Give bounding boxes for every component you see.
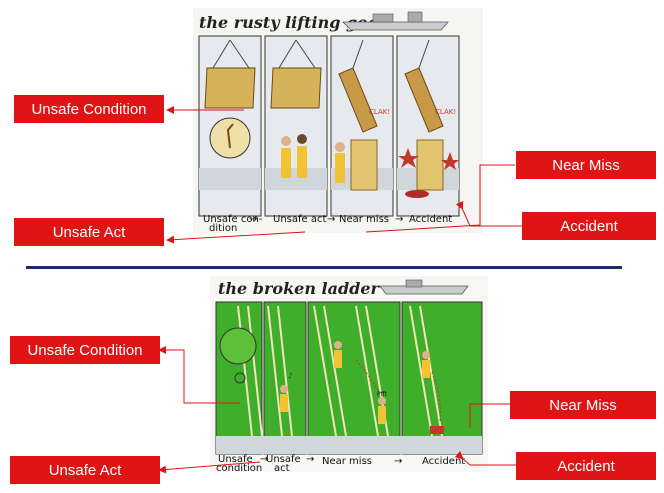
svg-text:Unsafe act: Unsafe act bbox=[273, 214, 326, 225]
svg-text:→: → bbox=[249, 214, 257, 225]
svg-text:→: → bbox=[395, 214, 403, 225]
svg-text:♪: ♪ bbox=[288, 372, 292, 380]
svg-text:→: → bbox=[306, 454, 314, 465]
bottom-ship-sketch bbox=[379, 279, 469, 295]
bottom-comic-title: the broken ladder bbox=[218, 279, 381, 298]
svg-text:Unsafe: Unsafe bbox=[218, 454, 253, 465]
svg-text:dition: dition bbox=[209, 223, 237, 233]
svg-text:→: → bbox=[394, 456, 402, 467]
svg-text:Unsafe: Unsafe bbox=[266, 454, 301, 465]
arrow-top-near-miss bbox=[365, 164, 515, 233]
top-comic: the rusty lifting gear CLAK! bbox=[193, 8, 483, 233]
svg-text:→: → bbox=[260, 454, 268, 465]
label-bottom-unsafe-act: Unsafe Act bbox=[10, 456, 160, 484]
arrow-bottom-near-miss bbox=[469, 403, 510, 428]
svg-text:condition: condition bbox=[216, 463, 262, 472]
arrow-top-unsafe-act bbox=[166, 231, 306, 244]
bottom-comic: the broken ladder ♪ Pfft Unsafe co bbox=[210, 276, 488, 472]
label-top-unsafe-condition: Unsafe Condition bbox=[14, 95, 164, 123]
section-divider bbox=[26, 266, 622, 269]
svg-text:Accident: Accident bbox=[422, 456, 465, 467]
label-bottom-near-miss: Near Miss bbox=[510, 391, 656, 419]
label-top-accident: Accident bbox=[522, 212, 656, 240]
bottom-captions: Unsafe condition → Unsafe act → Near mis… bbox=[216, 454, 465, 472]
svg-text:Near miss: Near miss bbox=[322, 456, 372, 467]
label-top-unsafe-act: Unsafe Act bbox=[14, 218, 164, 246]
svg-text:Pfft: Pfft bbox=[377, 391, 388, 398]
svg-text:Accident: Accident bbox=[409, 214, 452, 225]
label-bottom-unsafe-condition: Unsafe Condition bbox=[10, 336, 160, 364]
top-panels: CLAK! CLAK! bbox=[198, 35, 460, 217]
top-captions: Unsafe con- dition → Unsafe act → Near m… bbox=[203, 214, 452, 233]
label-bottom-accident: Accident bbox=[516, 452, 656, 480]
top-comic-title: the rusty lifting gear bbox=[199, 13, 388, 32]
svg-text:→: → bbox=[327, 214, 335, 225]
svg-text:Near miss: Near miss bbox=[339, 214, 389, 225]
ship-sketch bbox=[342, 11, 449, 31]
label-top-near-miss: Near Miss bbox=[516, 151, 656, 179]
svg-text:Unsafe con-: Unsafe con- bbox=[203, 214, 263, 225]
bottom-panels: ♪ Pfft bbox=[215, 301, 483, 455]
arrow-bottom-accident bbox=[454, 451, 516, 466]
arrow-bottom-unsafe-act bbox=[158, 461, 261, 474]
svg-text:act: act bbox=[274, 463, 290, 472]
arrow-top-accident bbox=[455, 200, 523, 227]
svg-text:CLAK!: CLAK! bbox=[369, 108, 390, 116]
arrow-bottom-unsafe-condition bbox=[158, 346, 240, 404]
svg-text:CLAK!: CLAK! bbox=[435, 108, 456, 116]
